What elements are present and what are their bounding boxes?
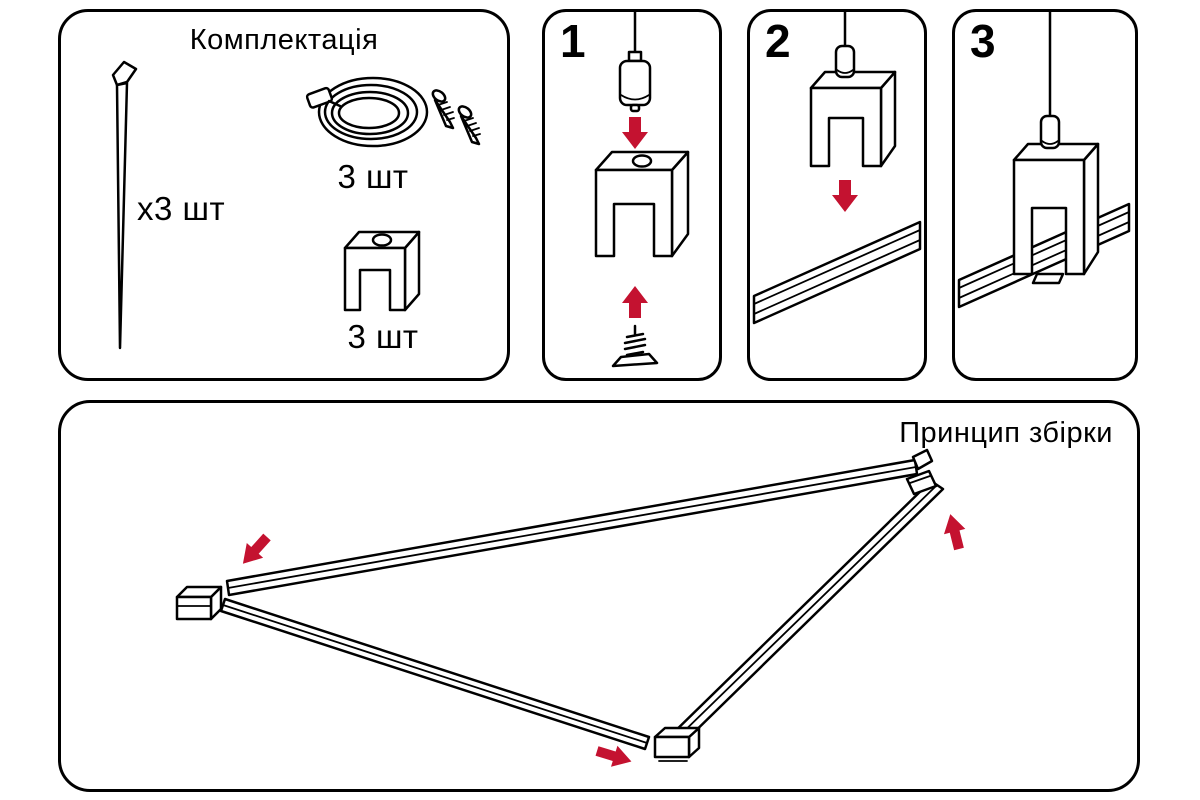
- up-arrow-icon: [622, 286, 648, 318]
- rail: [957, 202, 1131, 309]
- corner-joint-right: [905, 448, 938, 496]
- clip-quantity-label: 3 шт: [347, 318, 419, 355]
- kit-illustration: [111, 60, 481, 350]
- arrow-left-corner-icon: [242, 533, 271, 564]
- arrow-right-corner-icon: [943, 514, 966, 551]
- step-number-3: 3: [970, 15, 996, 67]
- rail-bottom: [219, 597, 651, 751]
- assembly-panel: Принцип збірки: [58, 400, 1140, 792]
- down-arrow-icon: [832, 180, 858, 212]
- cylinder-connector: [1039, 114, 1061, 150]
- corner-connector-bottom: [653, 726, 701, 762]
- clip-icon: [343, 230, 421, 312]
- step-number-2: 2: [765, 15, 791, 67]
- step-panel-2: 2: [747, 9, 927, 381]
- screw-icon: [611, 324, 659, 368]
- step-panel-3: 3: [952, 9, 1138, 381]
- down-arrow-icon: [622, 117, 648, 149]
- pin-quantity-label: x3 шт: [137, 190, 226, 227]
- screws-icon: [431, 89, 481, 146]
- cylinder-connector: [834, 44, 856, 79]
- clip-bracket: [1012, 142, 1100, 276]
- clip-lip: [1031, 272, 1065, 285]
- clip-bracket: [594, 150, 690, 258]
- step3-illustration: [957, 12, 1131, 309]
- assembly-arrows: [242, 514, 966, 767]
- step-number-1: 1: [560, 15, 586, 67]
- arrow-bottom-corner-icon: [595, 745, 632, 767]
- assembly-illustration: [175, 448, 966, 767]
- kit-title: Комплектація: [189, 24, 379, 56]
- kit-panel: Комплектація x3 шт 3 шт 3 шт: [58, 9, 510, 381]
- rail: [752, 220, 922, 325]
- cable-coil-icon: [305, 76, 429, 148]
- step-panel-1: 1: [542, 9, 722, 381]
- assembly-title: Принцип збірки: [899, 417, 1113, 449]
- cable-quantity-label: 3 шт: [337, 158, 409, 195]
- cylinder-connector: [618, 50, 652, 113]
- step1-illustration: [594, 12, 690, 368]
- rail-right: [663, 479, 945, 751]
- rail-top: [225, 458, 919, 597]
- corner-connector-left: [175, 585, 223, 621]
- step2-illustration: [752, 12, 922, 325]
- clip-bracket: [809, 70, 897, 168]
- pin-icon: [111, 60, 138, 350]
